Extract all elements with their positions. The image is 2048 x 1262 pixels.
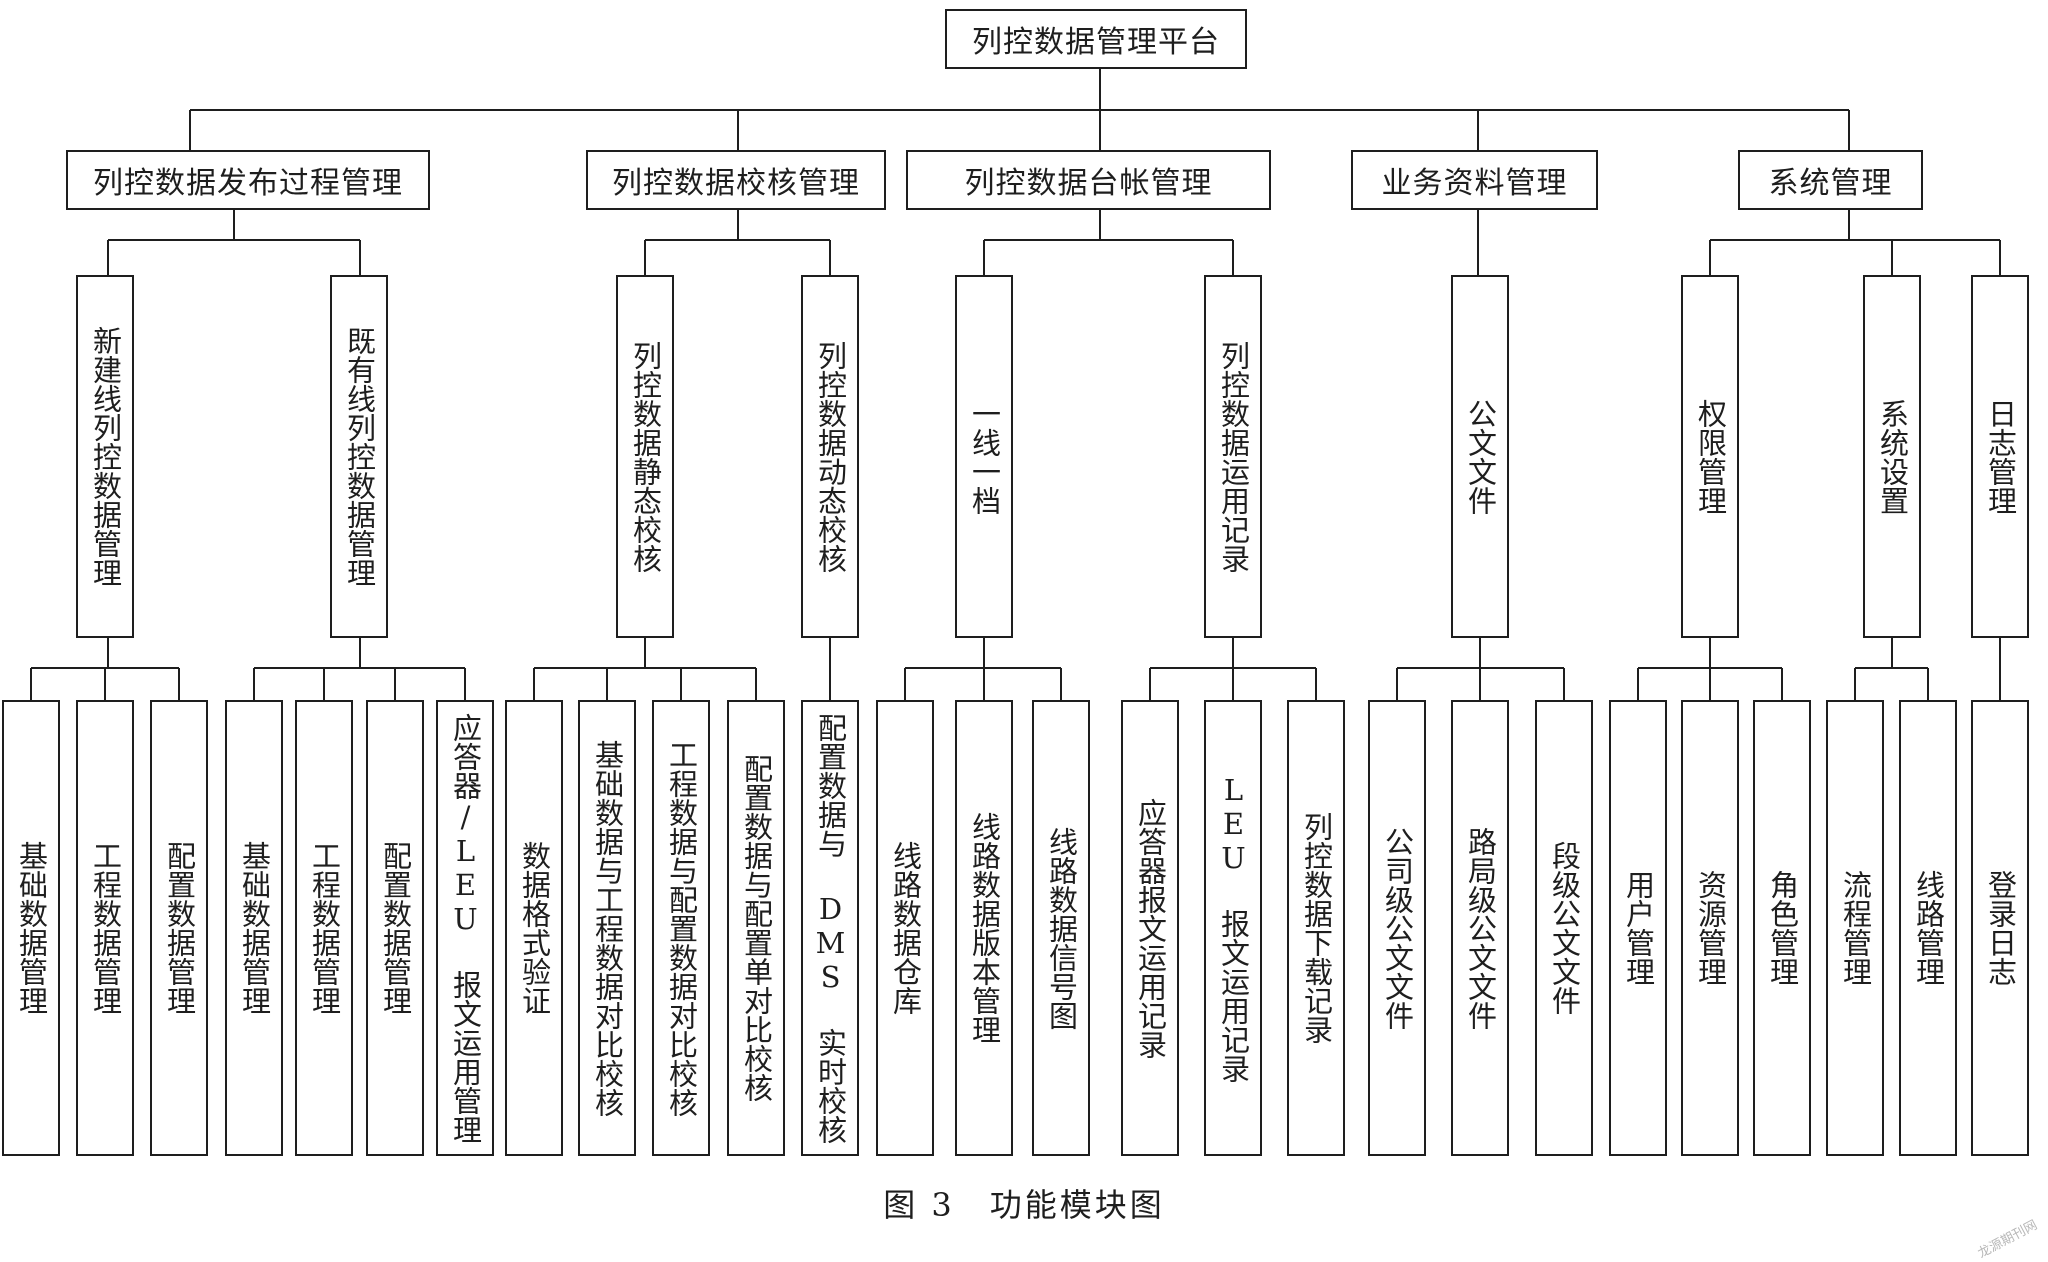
leaf-label: 角色管理 — [1765, 870, 1800, 986]
node-official-documents: 公文文件 — [1451, 275, 1509, 638]
leaf-label: 登录日志 — [1983, 870, 2018, 986]
leaf-label: 配置数据与 DMS 实时校核 — [813, 712, 848, 1144]
leaf-node: 段级公文文件 — [1535, 700, 1593, 1156]
group-label: 业务资料管理 — [1381, 166, 1568, 201]
leaf-label: 流程管理 — [1838, 870, 1873, 986]
leaf-label: 应答器/LEU 报文运用管理 — [448, 712, 483, 1144]
leaf-node: LEU 报文运用记录 — [1204, 700, 1262, 1156]
leaf-node: 基础数据管理 — [225, 700, 283, 1156]
leaf-node: 线路管理 — [1899, 700, 1957, 1156]
leaf-node: 用户管理 — [1609, 700, 1667, 1156]
leaf-label: 资源管理 — [1693, 870, 1728, 986]
leaf-node: 数据格式验证 — [505, 700, 563, 1156]
node-existing-line-data: 既有线列控数据管理 — [330, 275, 388, 638]
node-label: 一线一档 — [967, 398, 1002, 515]
leaf-label: 配置数据管理 — [378, 841, 413, 1015]
leaf-label: 工程数据与配置数据对比校核 — [664, 739, 699, 1117]
node-label: 列控数据动态校核 — [813, 340, 848, 573]
leaf-node: 公司级公文文件 — [1368, 700, 1426, 1156]
group-release-process: 列控数据发布过程管理 — [66, 150, 430, 210]
leaf-node: 配置数据与 DMS 实时校核 — [801, 700, 859, 1156]
leaf-node: 流程管理 — [1826, 700, 1884, 1156]
node-label: 既有线列控数据管理 — [342, 326, 377, 587]
leaf-label: 列控数据下载记录 — [1299, 812, 1334, 1044]
leaf-label: 公司级公文文件 — [1380, 826, 1415, 1030]
leaf-label: 基础数据管理 — [237, 841, 272, 1015]
leaf-label: 应答器报文运用记录 — [1133, 797, 1168, 1059]
node-label: 新建线列控数据管理 — [88, 326, 123, 587]
group-label: 系统管理 — [1768, 166, 1893, 201]
leaf-node: 列控数据下载记录 — [1287, 700, 1345, 1156]
leaf-node: 工程数据管理 — [76, 700, 134, 1156]
leaf-node: 线路数据仓库 — [876, 700, 934, 1156]
node-one-line-one-file: 一线一档 — [955, 275, 1013, 638]
leaf-label: 线路数据版本管理 — [967, 812, 1002, 1044]
leaf-node: 工程数据管理 — [295, 700, 353, 1156]
leaf-label: 基础数据与工程数据对比校核 — [590, 739, 625, 1117]
leaf-node: 线路数据信号图 — [1032, 700, 1090, 1156]
node-label: 公文文件 — [1463, 398, 1498, 515]
figure-caption: 图 3 功能模块图 — [883, 1186, 1165, 1224]
group-label: 列控数据校核管理 — [612, 166, 860, 201]
node-log-management: 日志管理 — [1971, 275, 2029, 638]
leaf-node: 登录日志 — [1971, 700, 2029, 1156]
leaf-label: 工程数据管理 — [88, 841, 123, 1015]
leaf-label: 线路数据仓库 — [888, 841, 923, 1015]
node-label: 列控数据运用记录 — [1216, 340, 1251, 573]
node-new-line-data: 新建线列控数据管理 — [76, 275, 134, 638]
leaf-label: LEU 报文运用记录 — [1216, 773, 1251, 1083]
group-business-docs: 业务资料管理 — [1351, 150, 1598, 210]
leaf-node: 基础数据与工程数据对比校核 — [578, 700, 636, 1156]
leaf-node: 基础数据管理 — [2, 700, 60, 1156]
node-label: 系统设置 — [1875, 398, 1910, 515]
leaf-node: 配置数据管理 — [150, 700, 208, 1156]
group-verification: 列控数据校核管理 — [586, 150, 886, 210]
leaf-node: 线路数据版本管理 — [955, 700, 1013, 1156]
leaf-node: 工程数据与配置数据对比校核 — [652, 700, 710, 1156]
node-label: 权限管理 — [1693, 398, 1728, 515]
node-label: 列控数据静态校核 — [628, 340, 663, 573]
node-static-verification: 列控数据静态校核 — [616, 275, 674, 638]
leaf-label: 段级公文文件 — [1547, 841, 1582, 1015]
leaf-label: 路局级公文文件 — [1463, 826, 1498, 1030]
leaf-label: 配置数据管理 — [162, 841, 197, 1015]
leaf-node: 资源管理 — [1681, 700, 1739, 1156]
leaf-label: 用户管理 — [1621, 870, 1656, 986]
leaf-label: 配置数据与配置单对比校核 — [739, 754, 774, 1102]
leaf-node: 配置数据与配置单对比校核 — [727, 700, 785, 1156]
leaf-label: 数据格式验证 — [517, 841, 552, 1015]
leaf-node: 配置数据管理 — [366, 700, 424, 1156]
node-label: 日志管理 — [1983, 398, 2018, 515]
group-system: 系统管理 — [1738, 150, 1923, 210]
node-permission-management: 权限管理 — [1681, 275, 1739, 638]
root-node: 列控数据管理平台 — [945, 9, 1247, 69]
leaf-label: 工程数据管理 — [307, 841, 342, 1015]
leaf-node: 应答器/LEU 报文运用管理 — [436, 700, 494, 1156]
connector-lines — [30, 69, 2001, 700]
group-ledger: 列控数据台帐管理 — [906, 150, 1271, 210]
group-label: 列控数据台帐管理 — [964, 166, 1213, 201]
node-system-settings: 系统设置 — [1863, 275, 1921, 638]
node-usage-records: 列控数据运用记录 — [1204, 275, 1262, 638]
group-label: 列控数据发布过程管理 — [93, 166, 403, 201]
leaf-node: 应答器报文运用记录 — [1121, 700, 1179, 1156]
root-node-label: 列控数据管理平台 — [972, 25, 1220, 60]
leaf-node: 角色管理 — [1753, 700, 1811, 1156]
leaf-label: 线路数据信号图 — [1044, 826, 1079, 1030]
leaf-node: 路局级公文文件 — [1451, 700, 1509, 1156]
leaf-label: 基础数据管理 — [14, 841, 49, 1015]
node-dynamic-verification: 列控数据动态校核 — [801, 275, 859, 638]
leaf-label: 线路管理 — [1911, 870, 1946, 986]
